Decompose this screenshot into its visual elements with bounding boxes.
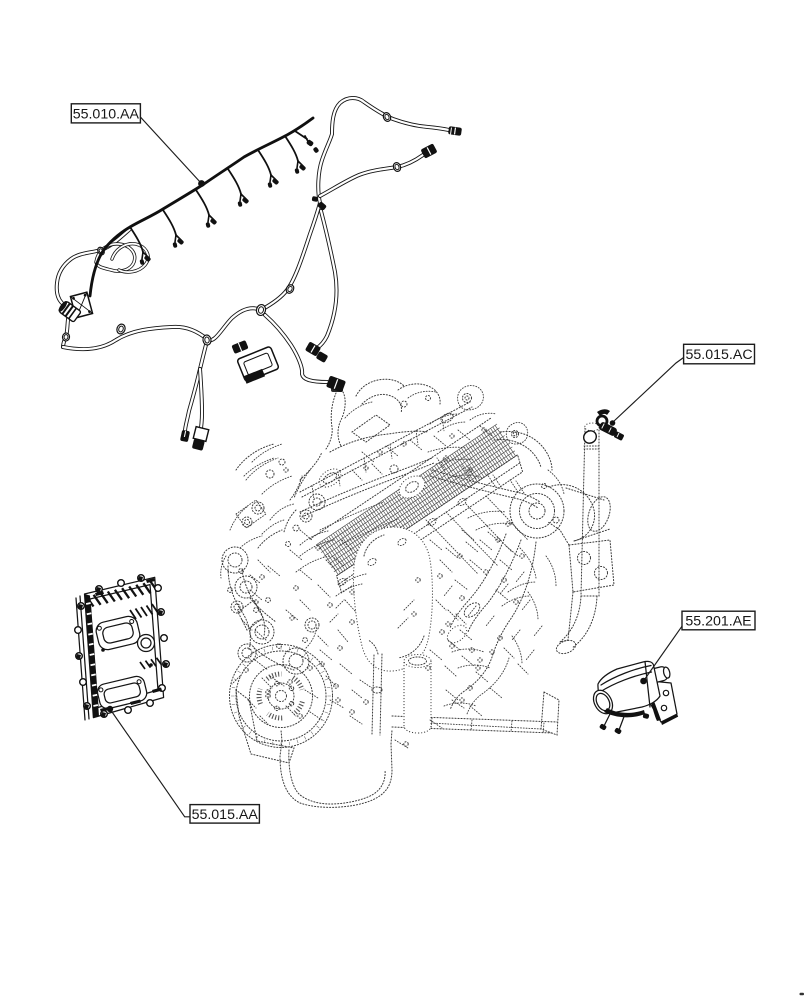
svg-text:55.015.AA: 55.015.AA	[192, 807, 259, 823]
svg-text:55.010.AA: 55.010.AA	[73, 106, 140, 122]
svg-text:55.015.AC: 55.015.AC	[686, 347, 753, 363]
svg-text:55.201.AE: 55.201.AE	[685, 614, 751, 630]
